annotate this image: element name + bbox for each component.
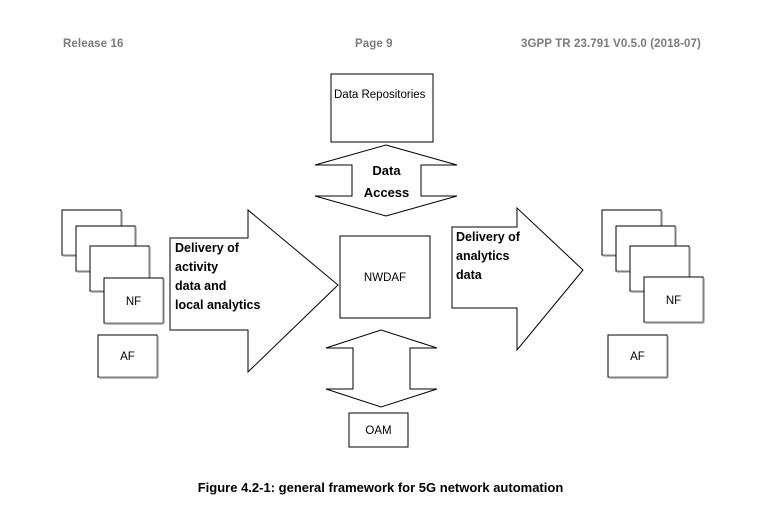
oam-link-arrow	[325, 329, 438, 408]
left-af-box: AF	[97, 334, 159, 379]
data-access-label-line1: Data	[372, 163, 401, 178]
right-delivery-arrow: Delivery of analytics data	[451, 206, 584, 352]
left-nf-stack: NF	[61, 209, 165, 325]
right-arrow-label-line3: data	[456, 268, 483, 282]
oam-box: OAM	[348, 412, 409, 448]
left-delivery-arrow: Delivery of activity data and local anal…	[169, 208, 339, 374]
left-nf-label: NF	[126, 296, 141, 308]
data-repositories-label: Data Repositories	[334, 89, 426, 101]
right-nf-stack: NF	[601, 209, 705, 324]
header-release-label: Release 16	[63, 38, 124, 50]
data-repositories-box: Data Repositories	[330, 73, 434, 143]
right-arrow-label-line1: Delivery of	[456, 230, 521, 244]
left-arrow-label-line4: local analytics	[175, 298, 261, 312]
right-nf-label: NF	[666, 295, 681, 307]
figure-caption: Figure 4.2-1: general framework for 5G n…	[197, 480, 564, 495]
right-nf-box-1: NF	[643, 276, 705, 324]
document-header: Release 16 Page 9 3GPP TR 23.791 V0.5.0 …	[0, 38, 761, 56]
data-access-label-line2: Access	[364, 185, 410, 200]
left-nf-box-1: NF	[103, 277, 165, 325]
header-page-label: Page 9	[355, 38, 393, 50]
nwdaf-box: NWDAF	[339, 235, 431, 319]
right-arrow-label-line2: analytics	[456, 249, 510, 263]
left-af-label: AF	[120, 351, 135, 363]
left-arrow-label-line2: activity	[175, 260, 218, 274]
left-arrow-label-line1: Delivery of	[175, 241, 240, 255]
oam-label: OAM	[365, 425, 391, 437]
right-af-label: AF	[630, 351, 645, 363]
data-access-arrow: Data Access	[314, 144, 458, 217]
nwdaf-label: NWDAF	[364, 272, 406, 284]
right-af-box: AF	[607, 334, 669, 379]
header-spec-label: 3GPP TR 23.791 V0.5.0 (2018-07)	[521, 38, 701, 50]
figure-diagram: NF AF Delivery of activity data and loca…	[0, 60, 761, 465]
left-arrow-label-line3: data and	[175, 279, 226, 293]
